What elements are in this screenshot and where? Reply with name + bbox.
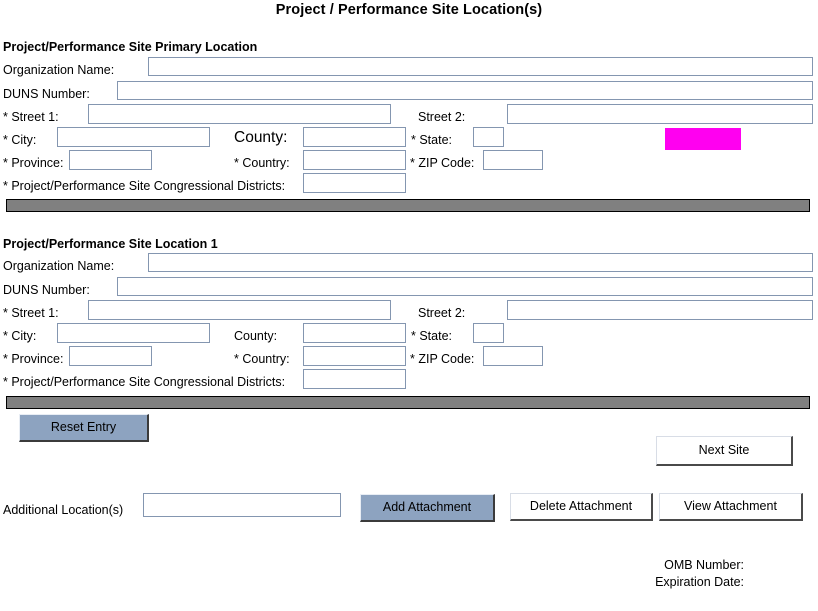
input-organization-name-1[interactable] [148, 57, 813, 76]
page-title: Project / Performance Site Location(s) [275, 2, 543, 18]
label-country-1: * Country: [234, 156, 290, 170]
label-state-1: * State: [411, 133, 452, 147]
input-country-1[interactable] [303, 150, 406, 170]
input-street1-1[interactable] [88, 104, 391, 124]
label-zip-1: * ZIP Code: [410, 156, 475, 170]
input-street1-2[interactable] [88, 300, 391, 320]
label-street1-1: * Street 1: [3, 110, 59, 124]
input-state-2[interactable] [473, 323, 504, 343]
input-organization-name-2[interactable] [148, 253, 813, 272]
add-attachment-label: Add Attachment [382, 500, 472, 515]
reset-entry-button[interactable]: Reset Entry [19, 414, 149, 442]
input-districts-1[interactable] [303, 173, 406, 193]
label-street2-1: Street 2: [418, 110, 466, 124]
label-county-2: County: [234, 329, 278, 343]
view-attachment-label: View Attachment [684, 499, 777, 514]
label-organization-name-1: Organization Name: [3, 63, 115, 77]
next-site-button[interactable]: Next Site [656, 436, 793, 466]
label-city-2: * City: [3, 329, 37, 343]
reset-entry-label: Reset Entry [50, 420, 117, 435]
label-street2-2: Street 2: [418, 306, 466, 320]
label-county-1: County: [234, 129, 288, 146]
delete-attachment-button[interactable]: Delete Attachment [510, 493, 653, 521]
label-duns-2: DUNS Number: [3, 283, 90, 297]
label-duns-1: DUNS Number: [3, 87, 90, 101]
label-province-1: * Province: [3, 156, 64, 170]
omb-number-label: OMB Number: [664, 558, 744, 572]
input-duns-1[interactable] [117, 81, 813, 100]
section-divider-2 [6, 396, 810, 409]
input-city-2[interactable] [57, 323, 210, 343]
label-city-1: * City: [3, 133, 37, 147]
input-city-1[interactable] [57, 127, 210, 147]
input-street2-2[interactable] [507, 300, 813, 320]
input-state-1[interactable] [473, 127, 504, 147]
section-divider-1 [6, 199, 810, 212]
add-attachment-button[interactable]: Add Attachment [360, 494, 495, 522]
label-province-2: * Province: [3, 352, 64, 366]
view-attachment-button[interactable]: View Attachment [659, 493, 803, 521]
input-duns-2[interactable] [117, 277, 813, 296]
label-organization-name-2: Organization Name: [3, 259, 115, 273]
input-zip-1[interactable] [483, 150, 543, 170]
input-province-2[interactable] [69, 346, 152, 366]
next-site-label: Next Site [698, 443, 750, 458]
input-province-1[interactable] [69, 150, 152, 170]
label-districts-1: * Project/Performance Site Congressional… [3, 179, 286, 193]
label-zip-2: * ZIP Code: [410, 352, 475, 366]
section-heading-location-1: Project/Performance Site Location 1 [3, 237, 218, 251]
section-heading-primary: Project/Performance Site Primary Locatio… [3, 40, 258, 54]
input-street2-1[interactable] [507, 104, 813, 124]
label-districts-2: * Project/Performance Site Congressional… [3, 375, 286, 389]
label-state-2: * State: [411, 329, 452, 343]
input-county-2[interactable] [303, 323, 406, 343]
input-county-1[interactable] [303, 127, 406, 147]
input-districts-2[interactable] [303, 369, 406, 389]
input-country-2[interactable] [303, 346, 406, 366]
delete-attachment-label: Delete Attachment [529, 499, 633, 514]
label-street1-2: * Street 1: [3, 306, 59, 320]
label-additional-locations: Additional Location(s) [3, 503, 124, 517]
expiration-date-label: Expiration Date: [655, 575, 744, 589]
input-zip-2[interactable] [483, 346, 543, 366]
input-additional-locations[interactable] [143, 493, 341, 517]
state-highlight-box [665, 128, 741, 150]
label-country-2: * Country: [234, 352, 290, 366]
